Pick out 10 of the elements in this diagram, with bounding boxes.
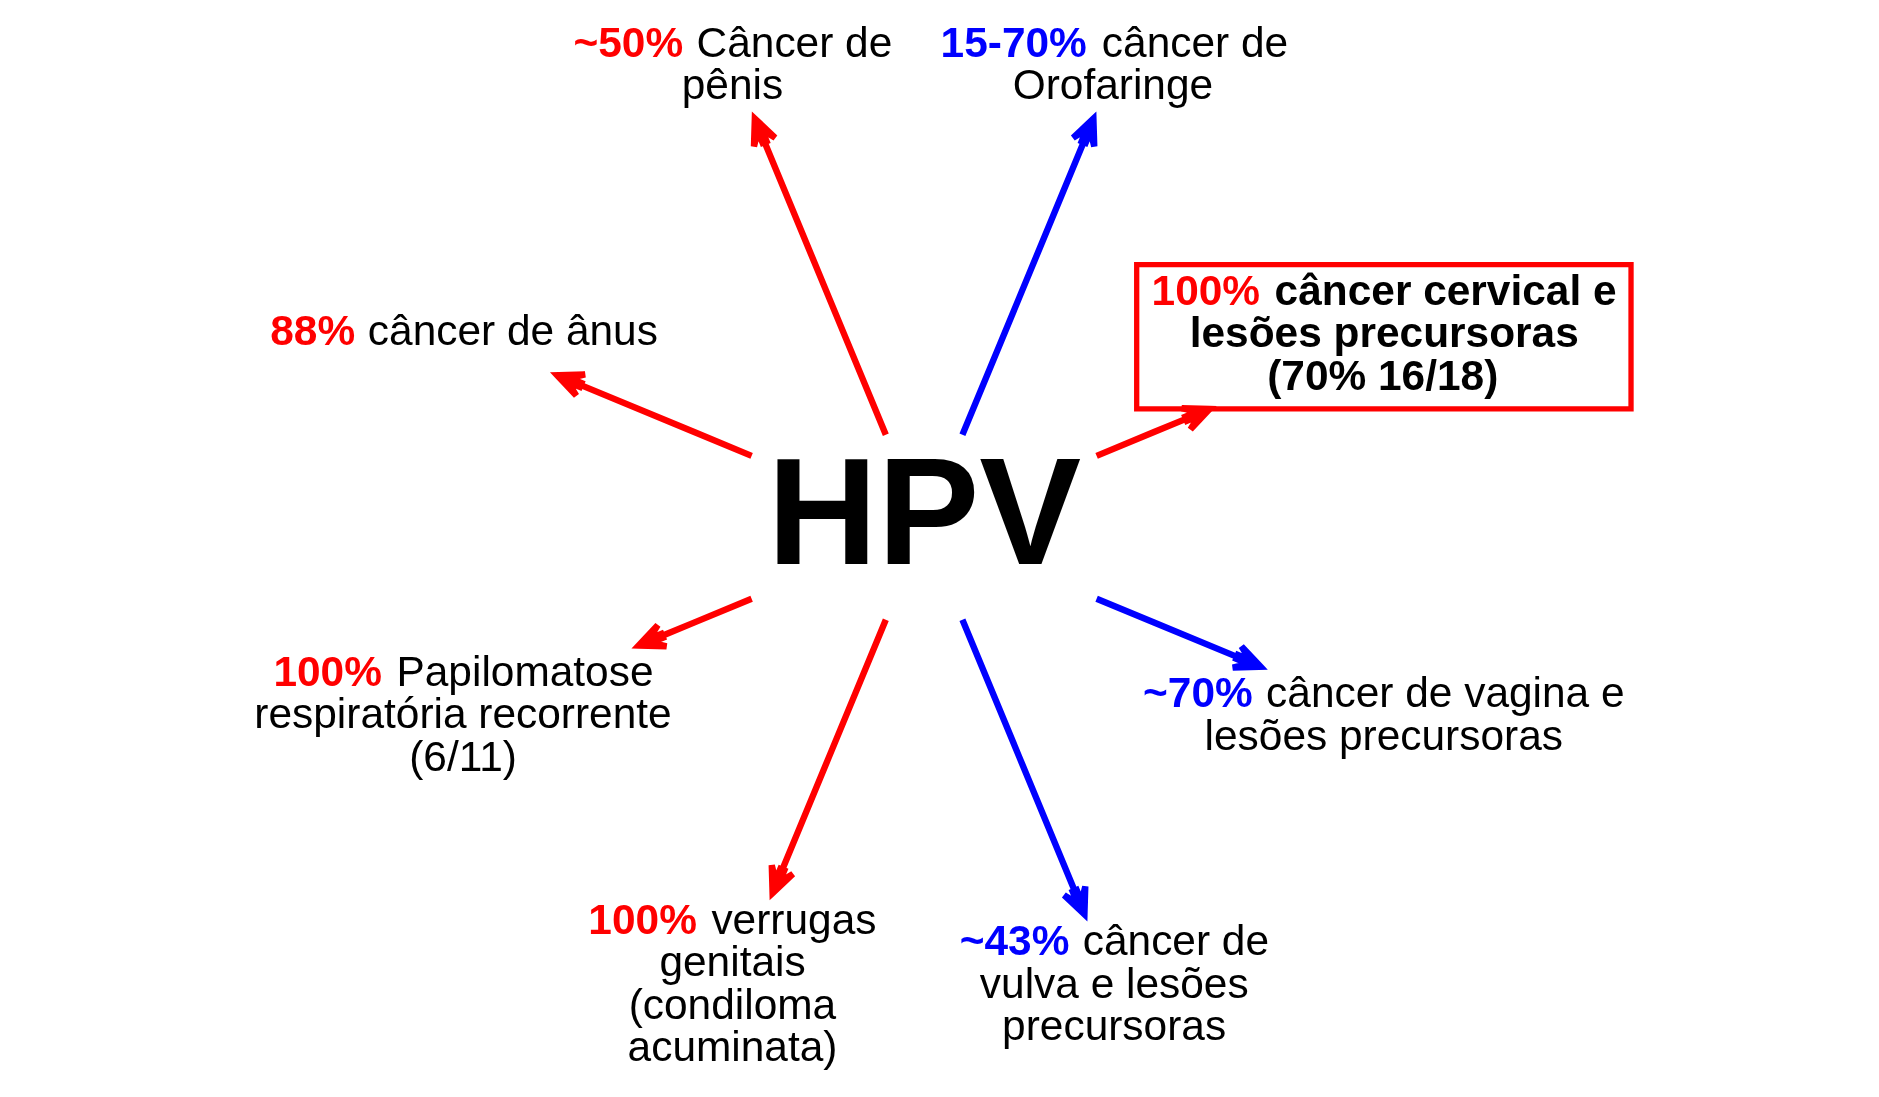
- node-text: ~43% câncer de vulva e lesões precursoras: [959, 917, 1270, 1050]
- node-text: 88% câncer de ânus: [270, 307, 658, 355]
- node-box: 100% câncer cervical e lesões precursoras (70% 16/18): [1134, 262, 1634, 412]
- node-text: ~50% Câncer de pênis: [573, 18, 893, 109]
- node-text: 100% verrugas genitais (condiloma acuminata): [588, 895, 877, 1071]
- node-text: 15-70% câncer de Orofaringe: [940, 18, 1289, 109]
- node-text: HPV: [767, 425, 1082, 596]
- node-text: ~70% câncer de vagina e lesões precursoras: [1143, 669, 1625, 759]
- node-text: 100% Papilomatose respiratória recorrente (6/11): [254, 647, 672, 780]
- arrow: [553, 371, 753, 459]
